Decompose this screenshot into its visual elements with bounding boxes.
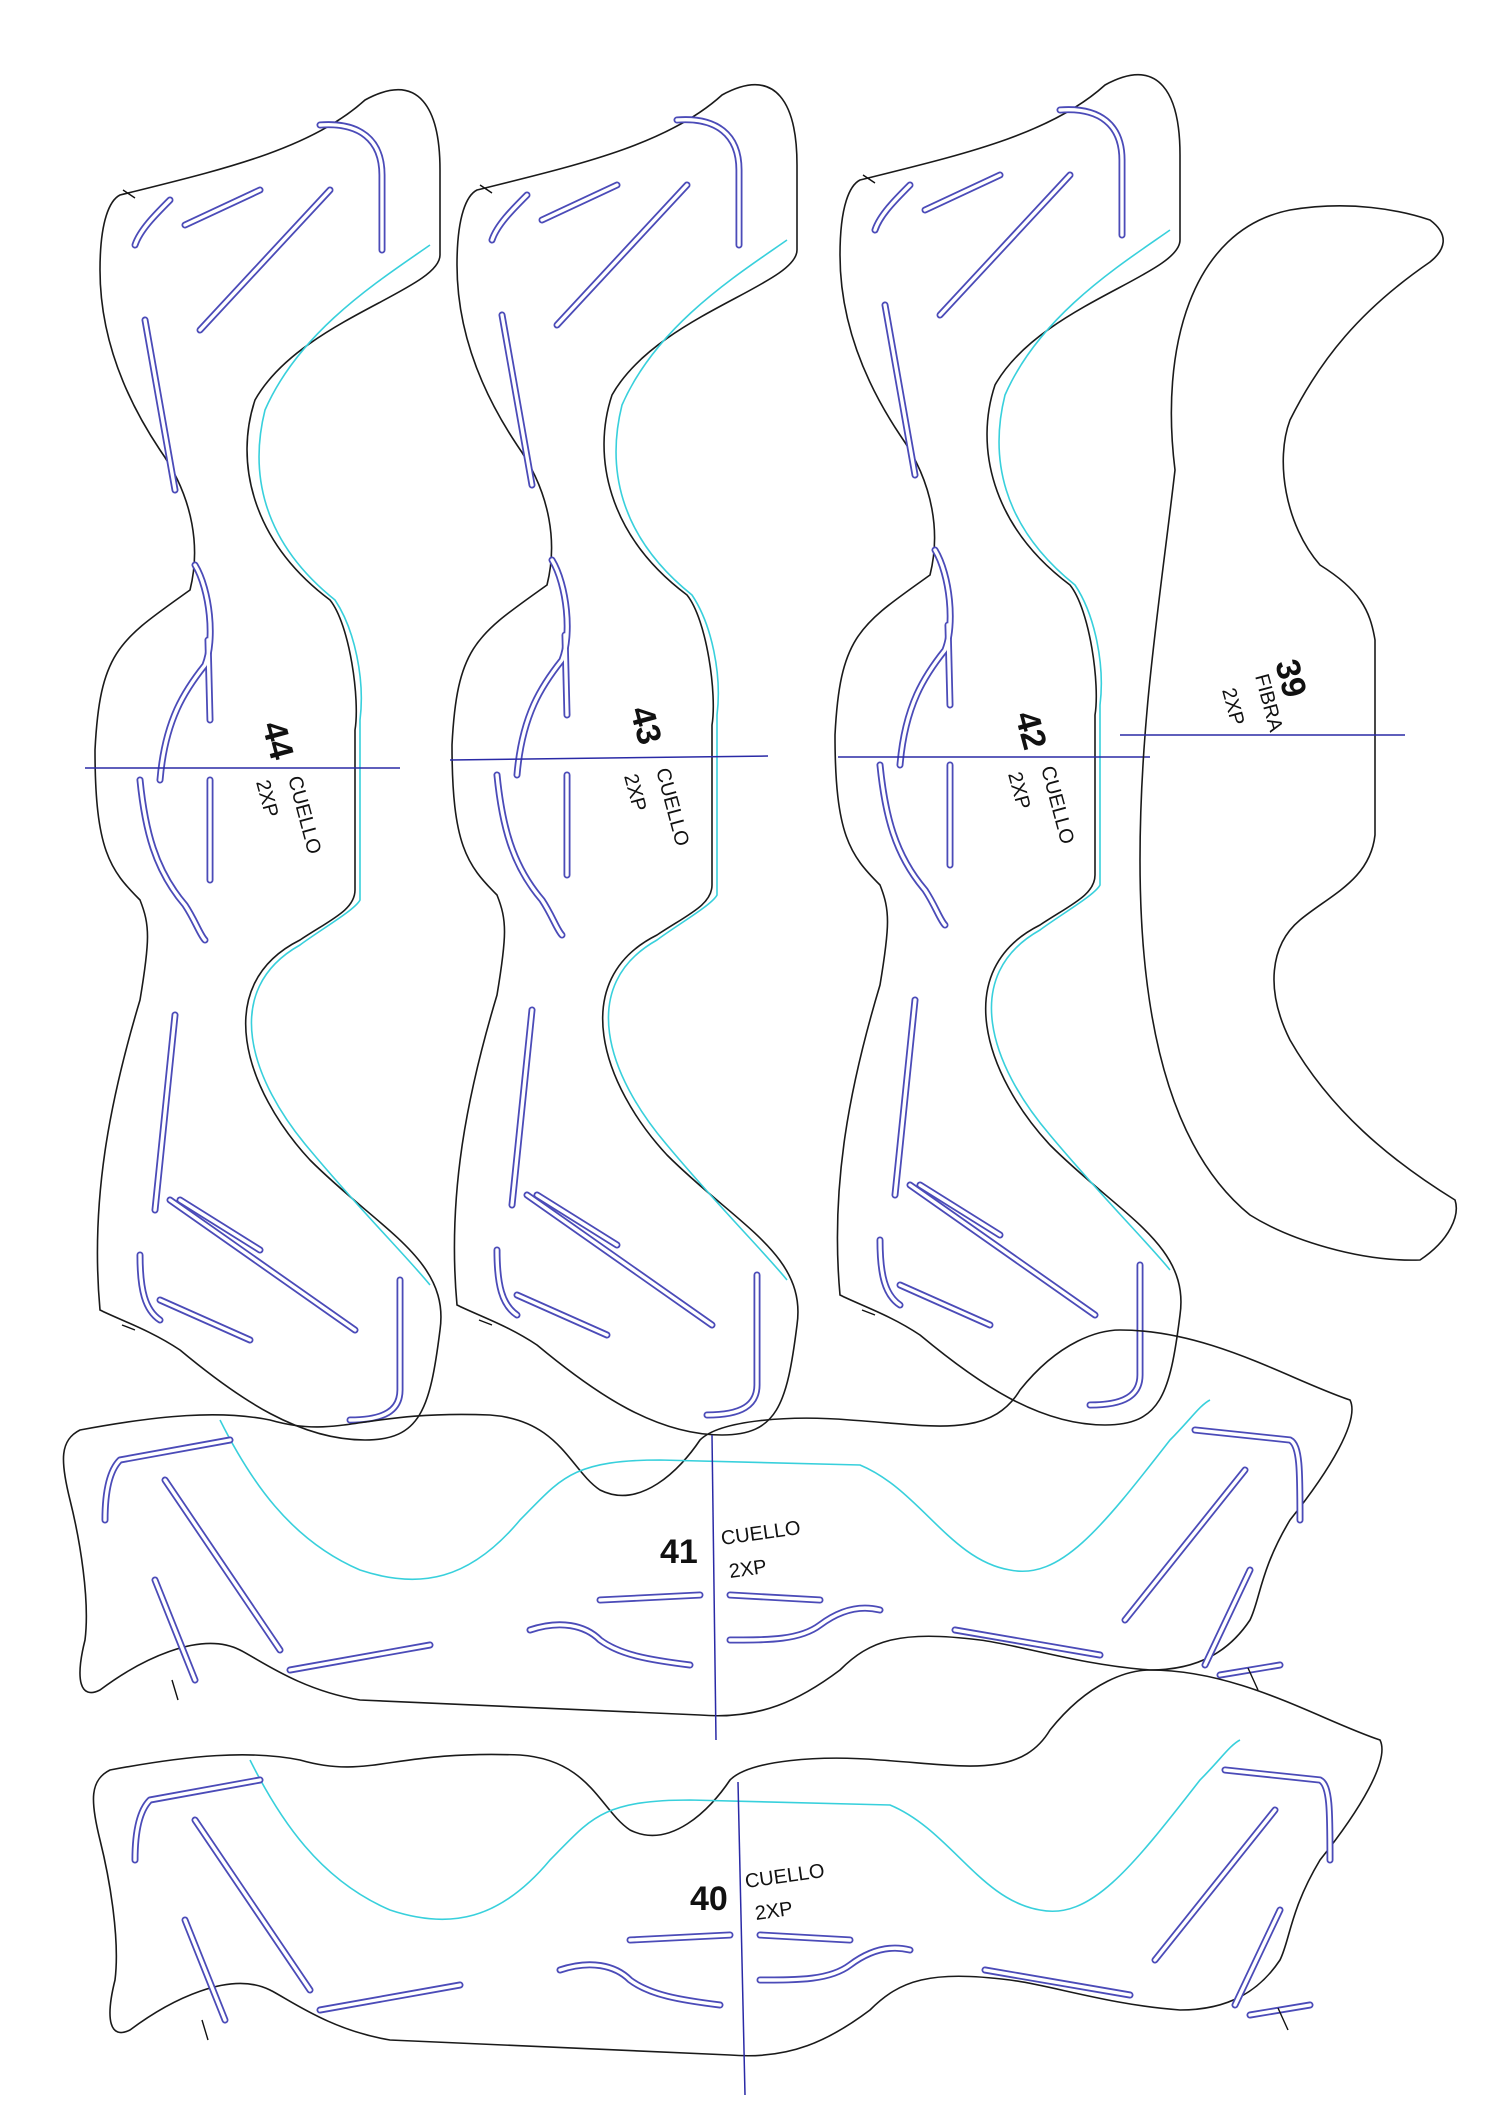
piece-qty: 2XP (1217, 686, 1248, 728)
pattern-piece-39: 39 FIBRA 2XP (1120, 205, 1457, 1261)
piece-number: 43 (622, 702, 668, 748)
piece-name: CUELLO (651, 766, 693, 849)
pattern-piece-42: 42 CUELLO 2XP (835, 75, 1181, 1425)
grain-line (711, 1434, 717, 1741)
grain-line (737, 1781, 746, 2096)
piece-name: CUELLO (720, 1517, 802, 1550)
pattern-piece-40: 40 CUELLO 2XP (93, 1670, 1382, 2096)
piece-name: CUELLO (283, 774, 325, 857)
piece-qty: 2XP (251, 778, 282, 820)
pattern-piece-44: 44 CUELLO 2XP (85, 90, 441, 1440)
piece-number: 44 (254, 717, 301, 763)
piece-qty: 2XP (754, 1898, 795, 1925)
pattern-piece-43: 43 CUELLO 2XP (450, 85, 798, 1435)
piece-qty: 2XP (728, 1556, 769, 1583)
piece-name: CUELLO (744, 1860, 826, 1893)
piece-qty: 2XP (619, 772, 650, 814)
piece-name: CUELLO (1036, 764, 1078, 847)
piece-number: 42 (1007, 707, 1053, 753)
pattern-piece-41: 41 CUELLO 2XP (63, 1330, 1352, 1741)
piece-number: 41 (660, 1533, 698, 1571)
piece-qty: 2XP (1003, 770, 1034, 812)
piece-number: 40 (690, 1880, 728, 1918)
grain-line (449, 755, 769, 761)
